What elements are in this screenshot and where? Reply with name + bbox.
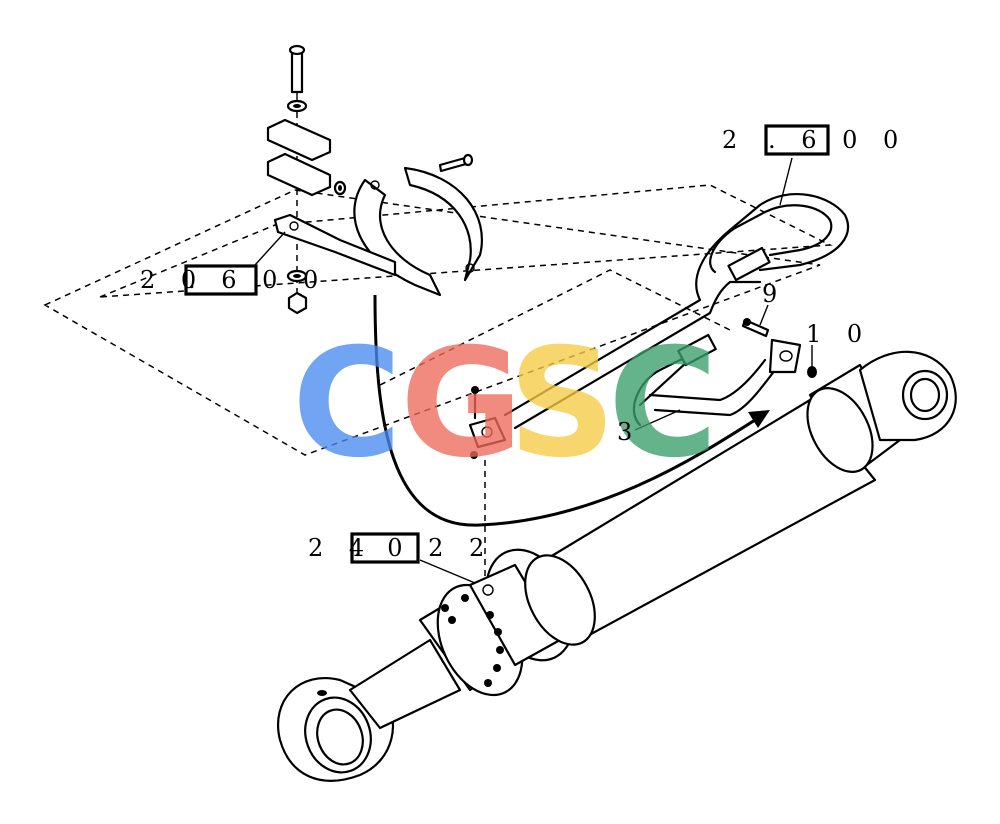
hydraulic-pipe-loop: [503, 193, 850, 430]
watermark-letter-s: S: [508, 317, 616, 491]
ref-prefix-bottom: 2 4: [308, 534, 373, 562]
hydraulic-pipe-lower: [632, 333, 802, 427]
ref-box-text-bottom: . 0 2 2: [354, 534, 493, 562]
watermark-letter-c1: C: [292, 317, 402, 491]
item-number-10: 1 0: [806, 320, 871, 348]
ref-box-bottom: [350, 532, 420, 564]
base-end-eye: [806, 350, 957, 473]
leader-lines: [254, 157, 813, 584]
rod-end-eye: [277, 677, 395, 782]
item-number-3: 3: [617, 418, 641, 446]
hose-line: [373, 294, 770, 527]
washer-item-10: [807, 366, 817, 378]
clamp-assembly: [266, 44, 483, 315]
watermark-letter-g: G: [400, 317, 523, 491]
ref-prefix-left: 2 0: [140, 266, 205, 294]
watermark-letter-c2: C: [608, 317, 718, 491]
callout-bottom: 2 4 . 0 2 2: [308, 532, 493, 564]
item-number-9: 9: [762, 280, 786, 308]
watermark-logo: C G S C: [292, 317, 718, 491]
ref-box-left: [184, 264, 258, 296]
bolt-item-9: [741, 318, 770, 338]
callout-top-right: 2 0 . 6 0 0: [722, 124, 907, 156]
callout-left: 2 0 . 6 0 0: [140, 264, 327, 296]
ref-box-top-right: [764, 124, 830, 156]
hydraulic-cylinder: [277, 350, 957, 782]
dashed-assembly-outline: [43, 184, 833, 456]
ref-box-text-top-right: . 6 0 0: [768, 126, 907, 154]
ref-box-text-left: . 6 0 0: [188, 266, 327, 294]
flange-fitting: [468, 386, 507, 580]
